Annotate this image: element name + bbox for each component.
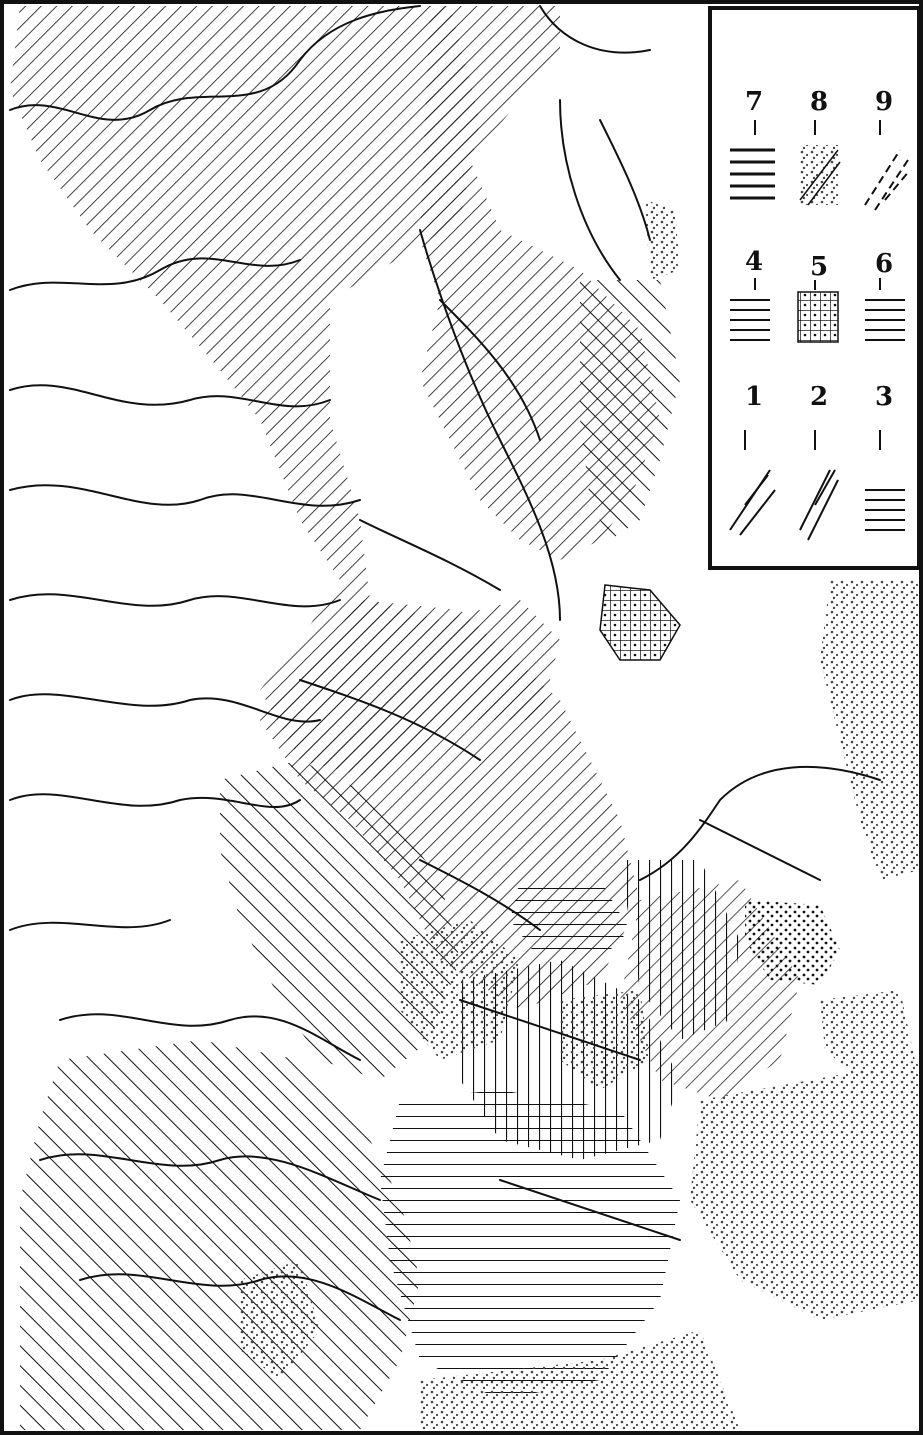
stipple-south-east [690,1060,920,1320]
legend-item-4: 4 [730,247,770,341]
region-horizontal-north [510,880,630,960]
hatched-regions [10,6,840,1430]
stipple-central [400,920,520,1060]
region-slash-island [580,280,680,540]
legend-item-1: 1 [729,382,776,536]
legend-item-2: 2 [799,382,839,541]
legend-number-5: 5 [810,252,828,282]
region-slash-southeast [620,880,800,1100]
mountain-stipple [240,200,920,1430]
stipple-mid [560,990,650,1090]
region-grid [599,584,681,661]
rivers [9,5,881,1321]
stipple-west [240,1260,320,1380]
legend-item-7: 7 [730,87,775,200]
legend-number-8: 8 [810,87,828,117]
legend-item-9: 9 [864,87,911,211]
legend-number-9: 9 [875,87,893,117]
legend-number-1: 1 [745,382,763,412]
legend: 1 2 3 [708,6,921,570]
legend-item-3: 3 [865,382,905,531]
legend-number-6: 6 [875,249,893,279]
stipple-south [420,1330,740,1430]
legend-item-8: 8 [798,87,841,206]
legend-item-6: 6 [865,249,905,341]
legend-number-2: 2 [810,382,828,412]
stipple-east [820,580,920,880]
legend-number-7: 7 [745,87,763,117]
stipple-north-east [645,200,680,280]
region-backslash-south [20,1040,420,1430]
legend-number-4: 4 [745,247,763,277]
legend-item-5: 5 [797,252,839,343]
stipple-east-2 [820,990,915,1080]
region-horizontal [380,1090,680,1400]
legend-number-3: 3 [875,382,893,412]
